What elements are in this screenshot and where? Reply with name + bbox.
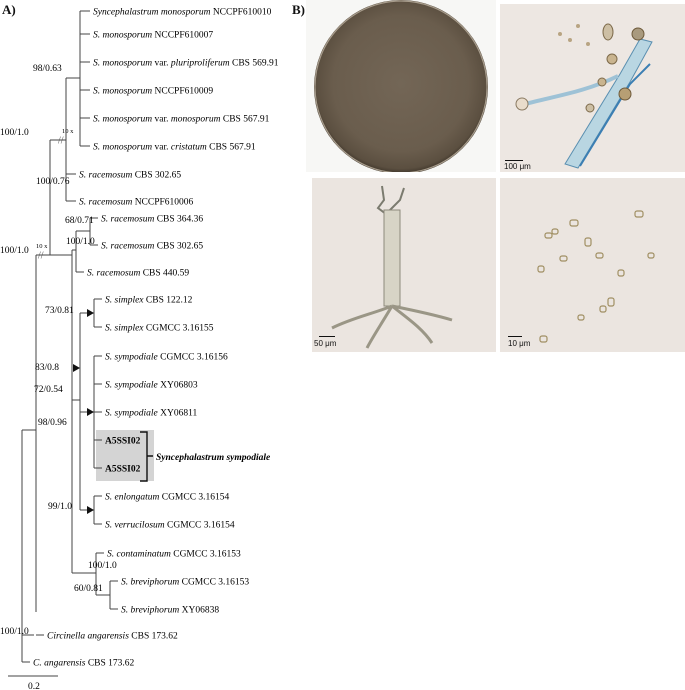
photo-single-sporangiophore: 50 μm bbox=[312, 178, 496, 352]
support-value: 100/1.0 bbox=[66, 237, 95, 247]
taxon-label: C. angarensis CBS 173.62 bbox=[33, 659, 135, 669]
highlight-box bbox=[96, 430, 154, 481]
taxon-label: Circinella angarensis CBS 173.62 bbox=[47, 632, 178, 642]
taxon-label: A5SSI02 bbox=[105, 465, 141, 475]
support-value: 98/0.96 bbox=[38, 418, 67, 428]
support-value: 72/0.54 bbox=[34, 385, 63, 395]
tree-scale-label: 0.2 bbox=[28, 682, 40, 690]
taxon-label: S. racemosum CBS 302.65 bbox=[79, 171, 181, 181]
support-value: 99/1.0 bbox=[48, 502, 72, 512]
photo-colony-plate bbox=[306, 0, 496, 172]
rhizoid-image bbox=[331, 185, 453, 349]
tree-markers: // // bbox=[38, 136, 153, 514]
taxon-label: S. racemosum CBS 302.65 bbox=[101, 242, 203, 252]
support-value: 83/0.8 bbox=[35, 363, 59, 373]
taxon-label: S. verrucilosum CGMCC 3.16154 bbox=[105, 521, 235, 531]
support-value: 60/0.81 bbox=[74, 584, 103, 594]
node-arrow-marker bbox=[87, 309, 94, 317]
support-value: 100/1.0 bbox=[0, 627, 29, 637]
support-value: 100/0.76 bbox=[36, 177, 70, 187]
support-value: 100/1.0 bbox=[0, 246, 29, 256]
taxon-labels: Syncephalastrum monosporum NCCPF610010S.… bbox=[33, 8, 279, 669]
taxon-label: S. monosporum NCCPF610007 bbox=[93, 31, 213, 41]
scale-label-100um: 100 μm bbox=[504, 162, 531, 171]
taxon-label: S. sympodiale CGMCC 3.16156 bbox=[105, 353, 228, 363]
culture-plate-image bbox=[314, 0, 488, 172]
branch-break-mark: // bbox=[38, 251, 44, 262]
taxon-label: S. sympodiale XY06803 bbox=[105, 381, 198, 391]
taxon-label: Syncephalastrum monosporum NCCPF610010 bbox=[93, 8, 272, 18]
spores-image bbox=[537, 210, 655, 343]
scale-bar-100um bbox=[505, 160, 523, 161]
branch-break-label: 10 x bbox=[62, 128, 74, 135]
taxon-label: S. enlongatum CGMCC 3.16154 bbox=[105, 493, 230, 503]
node-arrow-marker bbox=[87, 506, 94, 514]
support-labels: 98/0.63 100/1.0 100/0.76 68/0.71 100/1.0 100/… bbox=[0, 64, 117, 690]
taxon-label: S. simplex CGMCC 3.16155 bbox=[105, 324, 214, 334]
taxon-label: S. monosporum NCCPF610009 bbox=[93, 87, 213, 97]
taxon-label: S. breviphorum XY06838 bbox=[121, 606, 219, 616]
taxon-label: S. contaminatum CGMCC 3.16153 bbox=[107, 550, 241, 560]
panel-b-label: B) bbox=[292, 2, 305, 17]
highlighted-clade-label: Syncephalastrum sympodiale bbox=[156, 453, 271, 463]
photo-spores: 10 μm bbox=[500, 178, 685, 352]
taxon-label: S. monosporum var. cristatum CBS 567.91 bbox=[93, 143, 256, 153]
support-value: 100/1.0 bbox=[0, 128, 29, 138]
scale-bar-10um bbox=[508, 336, 522, 337]
support-value: 98/0.63 bbox=[33, 64, 62, 74]
taxon-label: S. monosporum var. pluriproliferum CBS 5… bbox=[93, 58, 279, 69]
support-value: 73/0.81 bbox=[45, 306, 74, 316]
sporangiophore-image bbox=[515, 23, 653, 169]
taxon-label: S. racemosum CBS 440.59 bbox=[87, 269, 189, 279]
node-arrow-marker bbox=[87, 408, 94, 416]
taxon-label: S. racemosum CBS 364.36 bbox=[101, 215, 203, 225]
taxon-label: S. simplex CBS 122.12 bbox=[105, 296, 193, 306]
support-value: 68/0.71 bbox=[65, 216, 94, 226]
highlight-bracket bbox=[140, 431, 153, 482]
taxon-label: S. sympodiale XY06811 bbox=[105, 409, 198, 419]
scale-label-10um: 10 μm bbox=[508, 339, 531, 348]
scale-label-50um: 50 μm bbox=[314, 339, 337, 348]
taxon-label: S. breviphorum CGMCC 3.16153 bbox=[121, 578, 249, 588]
phylogenetic-tree: // // Syncephalastrum monosporum NCCPF610… bbox=[0, 8, 279, 690]
taxon-label: S. monosporum var. monosporum CBS 567.91 bbox=[93, 115, 270, 125]
branch-break-mark: // bbox=[58, 136, 64, 147]
scale-bar-50um bbox=[319, 336, 335, 337]
node-arrow-marker bbox=[73, 364, 80, 372]
taxon-label: S. racemosum NCCPF610006 bbox=[79, 198, 194, 208]
support-value: 100/1.0 bbox=[88, 561, 117, 571]
photo-sporangiophores: 100 μm bbox=[500, 4, 685, 172]
taxon-label: A5SSI02 bbox=[105, 437, 141, 447]
panel-a-label: A) bbox=[2, 2, 16, 17]
branch-break-label: 10 x bbox=[36, 243, 48, 250]
tree-branches bbox=[8, 10, 118, 677]
